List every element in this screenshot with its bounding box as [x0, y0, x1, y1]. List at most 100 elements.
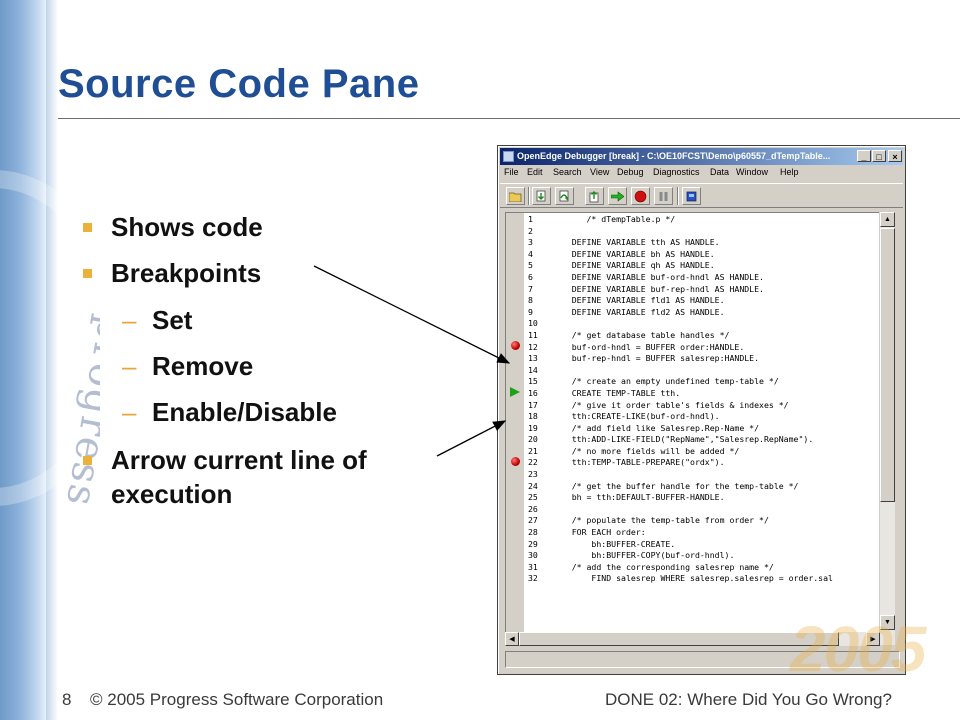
code-line[interactable]: 9 DEFINE VARIABLE fld2 AS HANDLE.	[528, 307, 833, 319]
line-number: 2	[528, 225, 533, 236]
line-number: 31	[528, 561, 538, 572]
subitem-label: Remove	[152, 351, 254, 381]
vertical-scrollbar[interactable]: ▲ ▼	[879, 212, 895, 645]
code-line[interactable]: 32 FIND salesrep WHERE salesrep.salesrep…	[528, 573, 833, 585]
menu-edit[interactable]: Edit	[527, 167, 543, 177]
code-line[interactable]: 8 DEFINE VARIABLE fld1 AS HANDLE.	[528, 295, 833, 307]
stop-icon[interactable]	[631, 187, 650, 205]
breakpoint-icon[interactable]	[511, 457, 520, 466]
menu-file[interactable]: File	[504, 167, 519, 177]
code-line[interactable]: 27 /* populate the temp-table from order…	[528, 515, 833, 527]
step-over-icon[interactable]	[555, 187, 574, 205]
code-text: tth:TEMP-TABLE-PREPARE("ordx").	[552, 457, 725, 468]
scroll-down-button[interactable]: ▼	[880, 615, 895, 630]
breakpoint-gutter[interactable]	[506, 213, 524, 644]
code-line[interactable]: 23	[528, 469, 833, 481]
debugger-window: OpenEdge Debugger [break] - C:\OE10FCST\…	[497, 145, 906, 675]
code-line[interactable]: 28 FOR EACH order:	[528, 527, 833, 539]
horizontal-scrollbar[interactable]: ◀ ▶	[505, 632, 880, 646]
line-number: 18	[528, 411, 538, 422]
line-number: 4	[528, 248, 533, 259]
open-folder-icon[interactable]	[506, 187, 525, 205]
code-line[interactable]: 30 bh:BUFFER-COPY(buf-ord-hndl).	[528, 550, 833, 562]
bullet-marker	[83, 456, 92, 465]
code-line[interactable]: 20 tth:ADD-LIKE-FIELD("RepName","Salesre…	[528, 434, 833, 446]
scroll-left-button[interactable]: ◀	[505, 632, 519, 646]
code-line[interactable]: 7 DEFINE VARIABLE buf-rep-hndl AS HANDLE…	[528, 284, 833, 296]
code-line[interactable]: 1 /* dTempTable.p */	[528, 214, 833, 226]
code-text: DEFINE VARIABLE buf-rep-hndl AS HANDLE.	[552, 283, 764, 294]
menu-view[interactable]: View	[590, 167, 610, 177]
minimize-button[interactable]: _	[857, 150, 871, 162]
subitem-set: – Set	[122, 305, 192, 336]
line-number: 6	[528, 271, 533, 282]
code-line[interactable]: 14	[528, 365, 833, 377]
code-line[interactable]: 5 DEFINE VARIABLE qh AS HANDLE.	[528, 260, 833, 272]
line-number: 17	[528, 399, 538, 410]
code-line[interactable]: 26	[528, 504, 833, 516]
watch-icon[interactable]	[682, 187, 701, 205]
toolbar	[500, 183, 903, 208]
close-button[interactable]: ×	[888, 150, 902, 162]
code-text: DEFINE VARIABLE fld2 AS HANDLE.	[552, 306, 725, 317]
code-line[interactable]: 6 DEFINE VARIABLE buf-ord-hndl AS HANDLE…	[528, 272, 833, 284]
code-text: DEFINE VARIABLE tth AS HANDLE.	[552, 237, 720, 248]
menu-debug[interactable]: Debug	[617, 167, 644, 177]
code-text: DEFINE VARIABLE qh AS HANDLE.	[552, 260, 715, 271]
horizontal-scroll-thumb[interactable]	[519, 632, 839, 646]
pause-icon[interactable]	[654, 187, 673, 205]
code-line[interactable]: 2	[528, 226, 833, 238]
code-line[interactable]: 13 buf-rep-hndl = BUFFER salesrep:HANDLE…	[528, 353, 833, 365]
code-line[interactable]: 19 /* add field like Salesrep.Rep-Name *…	[528, 423, 833, 435]
menu-window[interactable]: Window	[736, 167, 769, 177]
code-line[interactable]: 18 tth:CREATE-LIKE(buf-ord-hndl).	[528, 411, 833, 423]
code-line[interactable]: 12 buf-ord-hndl = BUFFER order:HANDLE.	[528, 342, 833, 354]
bullet-shows-code: Shows code	[83, 210, 263, 244]
code-line[interactable]: 15 /* create an empty undefined temp-tab…	[528, 376, 833, 388]
session-title: DONE 02: Where Did You Go Wrong?	[605, 690, 892, 709]
code-text: /* add field like Salesrep.Rep-Name */	[552, 422, 760, 433]
code-line[interactable]: 22 tth:TEMP-TABLE-PREPARE("ordx").	[528, 457, 833, 469]
code-line[interactable]: 17 /* give it order table's fields & ind…	[528, 400, 833, 412]
code-line[interactable]: 29 bh:BUFFER-CREATE.	[528, 539, 833, 551]
line-number: 19	[528, 422, 538, 433]
menu-search[interactable]: Search	[553, 167, 582, 177]
menu-data[interactable]: Data	[710, 167, 730, 177]
line-number: 10	[528, 318, 538, 329]
dash-marker: –	[122, 397, 137, 427]
bullet-label-line1: Arrow current line of	[111, 445, 367, 475]
code-line[interactable]: 21 /* no more fields will be added */	[528, 446, 833, 458]
code-line[interactable]: 31 /* add the corresponding salesrep nam…	[528, 562, 833, 574]
scroll-thumb[interactable]	[880, 228, 895, 502]
code-line[interactable]: 25 bh = tth:DEFAULT-BUFFER-HANDLE.	[528, 492, 833, 504]
subitem-label: Enable/Disable	[152, 397, 337, 427]
code-line[interactable]: 16 CREATE TEMP-TABLE tth.	[528, 388, 833, 400]
maximize-button[interactable]: □	[872, 150, 886, 162]
code-line[interactable]: 10	[528, 318, 833, 330]
scroll-right-button[interactable]: ▶	[866, 632, 880, 646]
line-number: 25	[528, 492, 538, 503]
line-number: 13	[528, 353, 538, 364]
step-out-icon[interactable]	[585, 187, 604, 205]
menu-help[interactable]: Help	[780, 167, 799, 177]
step-into-icon[interactable]	[532, 187, 551, 205]
bullet-label: Shows code	[111, 212, 263, 242]
go-icon[interactable]	[608, 187, 627, 205]
code-text: buf-ord-hndl = BUFFER order:HANDLE.	[552, 341, 745, 352]
breakpoint-icon[interactable]	[511, 341, 520, 350]
line-number: 27	[528, 515, 538, 526]
code-text: /* create an empty undefined temp-table …	[552, 376, 779, 387]
scroll-up-button[interactable]: ▲	[880, 212, 895, 227]
current-line-arrow-icon	[510, 387, 520, 397]
line-number: 12	[528, 341, 538, 352]
code-line[interactable]: 24 /* get the buffer handle for the temp…	[528, 481, 833, 493]
code-line[interactable]: 4 DEFINE VARIABLE bh AS HANDLE.	[528, 249, 833, 261]
menu-diagnostics[interactable]: Diagnostics	[653, 167, 700, 177]
line-number: 20	[528, 434, 538, 445]
window-titlebar[interactable]: OpenEdge Debugger [break] - C:\OE10FCST\…	[500, 148, 903, 165]
code-line[interactable]: 11 /* get database table handles */	[528, 330, 833, 342]
code-text: DEFINE VARIABLE fld1 AS HANDLE.	[552, 295, 725, 306]
code-line[interactable]: 3 DEFINE VARIABLE tth AS HANDLE.	[528, 237, 833, 249]
